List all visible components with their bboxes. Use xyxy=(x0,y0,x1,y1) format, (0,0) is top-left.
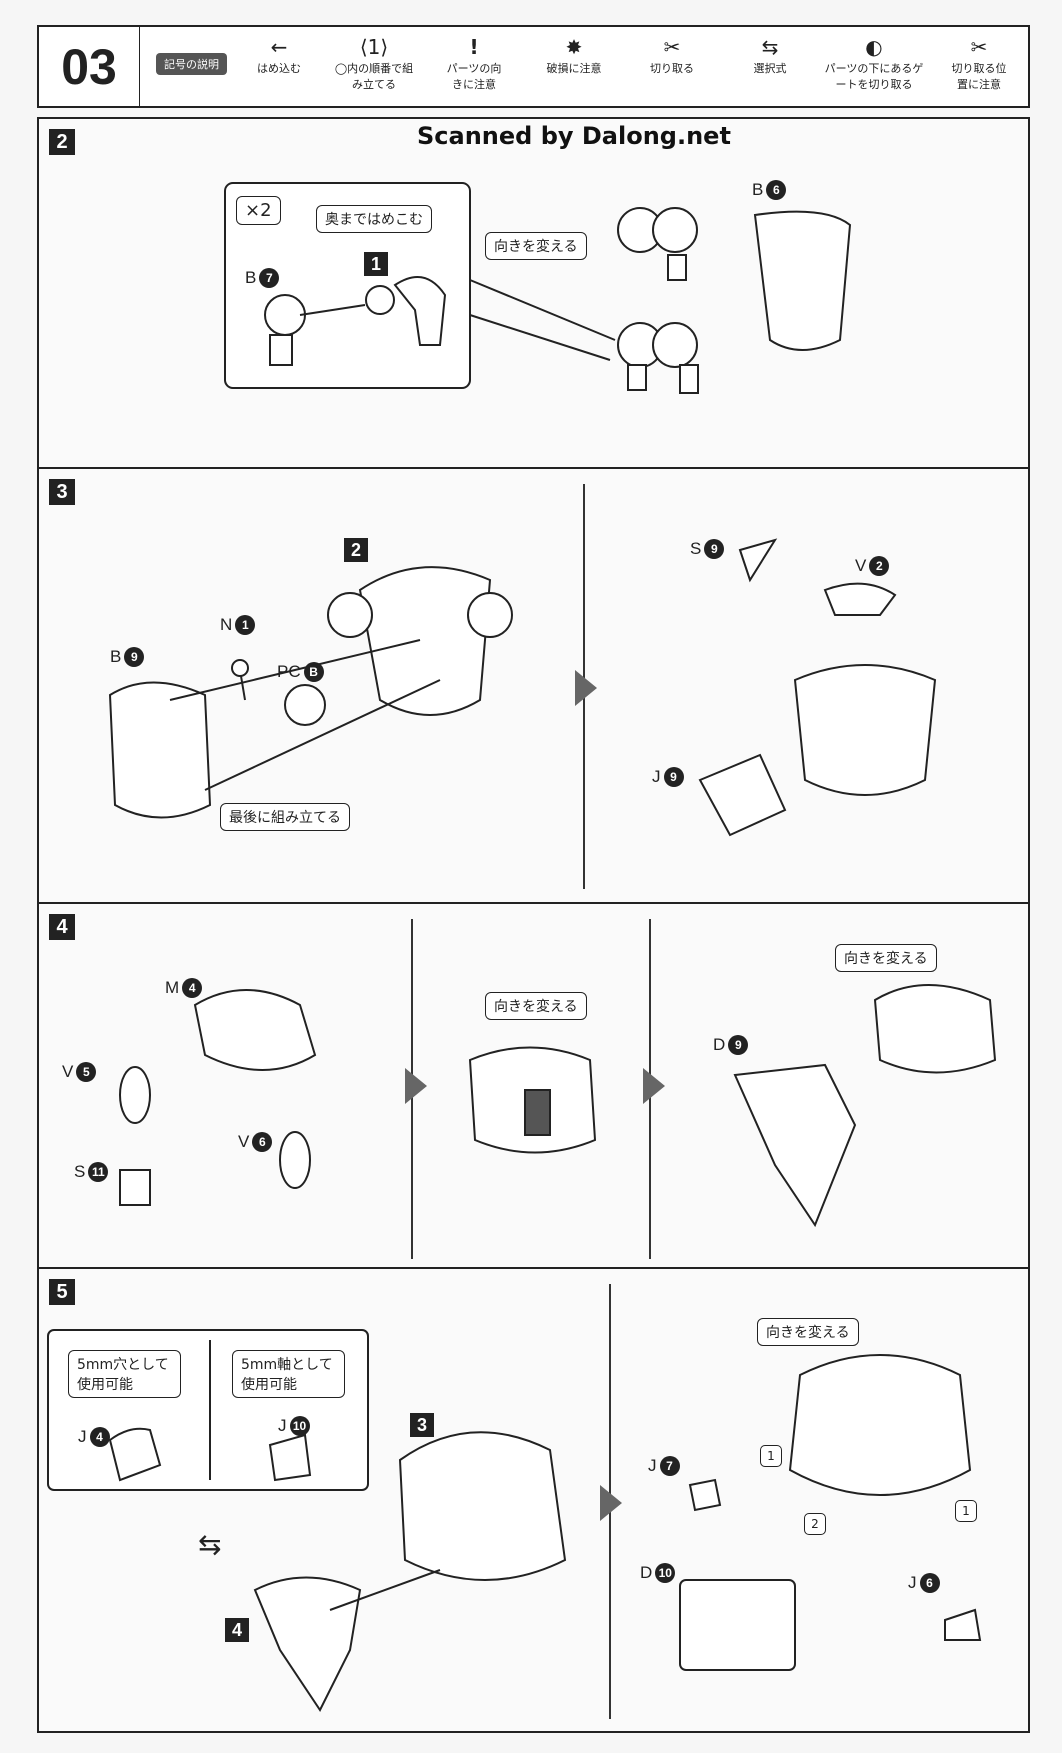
choice-arrows-icon: ⇆ xyxy=(198,1528,222,1561)
legend-label: はめ込む xyxy=(257,62,301,75)
arrow-left-icon: ← xyxy=(270,35,288,59)
callout-note: 最後に組み立てる xyxy=(220,803,350,831)
callout-note: 5mm穴として使用可能 xyxy=(68,1350,181,1398)
legend-tag: 記号の説明 xyxy=(156,53,227,75)
order-marker: 1 xyxy=(760,1445,782,1467)
legend-label: パーツの向きに注意 xyxy=(446,62,502,91)
next-arrow-icon xyxy=(575,670,597,706)
step-number: 2 xyxy=(49,129,75,155)
next-arrow-icon xyxy=(600,1485,622,1521)
page-number: 03 xyxy=(39,27,140,106)
choice-arrows-icon: ⇆ xyxy=(761,35,779,59)
sub-assembly-number: 3 xyxy=(410,1413,434,1437)
hexagon-number-icon: ⟨1⟩ xyxy=(359,35,389,59)
next-arrow-icon xyxy=(643,1068,665,1104)
cut-position-icon: ✂ xyxy=(970,35,988,59)
watermark: Scanned by Dalong.net xyxy=(417,122,731,150)
callout-note: 向きを変える xyxy=(835,944,937,972)
step-number: 3 xyxy=(49,479,75,505)
callout-note: 向きを変える xyxy=(485,992,587,1020)
legend-label: パーツの下にあるゲートを切り取る xyxy=(824,62,924,91)
sub-assembly-number: 2 xyxy=(344,538,368,562)
damage-icon: ✸ xyxy=(565,35,583,59)
exclamation-icon: ! xyxy=(469,35,479,59)
order-marker: 1 xyxy=(955,1500,977,1522)
legend-label: 選択式 xyxy=(753,62,787,75)
step-2-panel: 2 xyxy=(37,117,1030,469)
order-marker: 2 xyxy=(804,1513,826,1535)
legend-label: 切り取る位置に注意 xyxy=(951,62,1007,91)
gate-cut-icon: ◐ xyxy=(865,35,883,59)
sub-assembly-number: 1 xyxy=(364,252,388,276)
step-number: 5 xyxy=(49,1279,75,1305)
symbol-legend-header: 03 記号の説明 ← はめ込む ⟨1⟩ ◯内の順番で組み立てる ! パーツの向きに注意… xyxy=(37,25,1030,108)
legend-label: 切り取る xyxy=(650,62,694,75)
step-number: 4 xyxy=(49,914,75,940)
next-arrow-icon xyxy=(405,1068,427,1104)
legend-label: ◯内の順番で組み立てる xyxy=(334,62,414,91)
multiplier-badge: ×2 xyxy=(236,196,281,225)
sub-assembly-number: 4 xyxy=(225,1618,249,1642)
callout-note: 5mm軸として使用可能 xyxy=(232,1350,345,1398)
callout-note: 奥まではめこむ xyxy=(316,205,432,233)
cut-icon: ✂ xyxy=(663,35,681,59)
legend-label: 破損に注意 xyxy=(546,62,602,75)
callout-note: 向きを変える xyxy=(757,1318,859,1346)
callout-note: 向きを変える xyxy=(485,232,587,260)
